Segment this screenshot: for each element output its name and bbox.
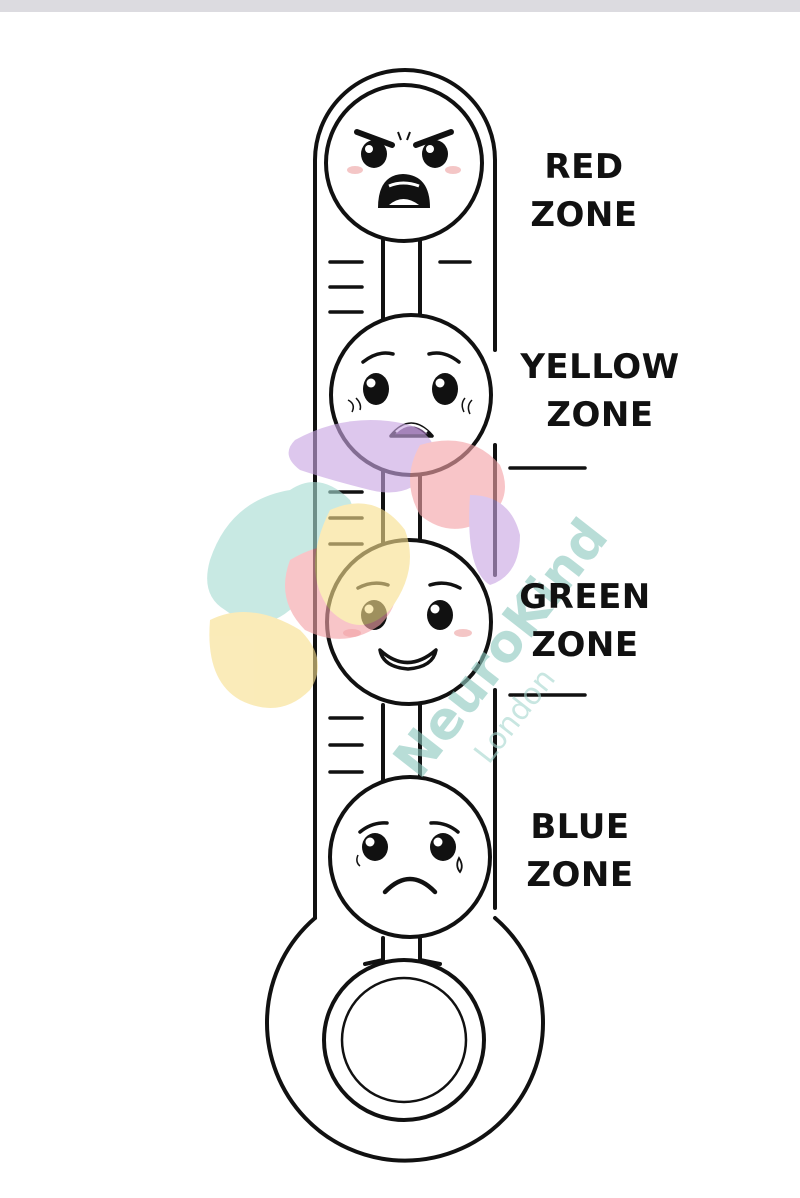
watermark-puzzle-piece	[315, 503, 410, 625]
watermark-puzzle-piece	[207, 482, 356, 623]
top-status-strip	[0, 0, 800, 12]
zone-label-red-line2: ZONE	[530, 195, 638, 235]
zone-label-red: RED ZONE	[520, 143, 648, 239]
zone-label-green: GREEN ZONE	[505, 573, 665, 669]
sad-face-icon	[328, 775, 492, 939]
watermark-puzzle-piece	[209, 612, 318, 708]
zone-label-green-line2: ZONE	[531, 625, 639, 665]
watermark-puzzle-piece	[469, 495, 520, 585]
zone-label-yellow-line2: ZONE	[546, 395, 654, 435]
watermark-puzzle-piece	[288, 420, 435, 493]
zone-label-blue: BLUE ZONE	[505, 803, 655, 899]
zone-label-yellow-line1: YELLOW	[520, 347, 680, 387]
zone-label-green-line1: GREEN	[519, 577, 651, 617]
thermometer-bulb	[265, 916, 545, 1163]
zone-label-yellow: YELLOW ZONE	[505, 343, 695, 439]
puzzle-brain-logo	[207, 420, 520, 708]
scale-ticks	[328, 260, 587, 774]
zone-label-blue-line2: ZONE	[526, 855, 634, 895]
angry-face-icon	[324, 83, 484, 243]
thermometer-outline	[313, 68, 497, 920]
zone-label-blue-line1: BLUE	[530, 807, 630, 847]
zone-label-red-line1: RED	[544, 147, 624, 187]
